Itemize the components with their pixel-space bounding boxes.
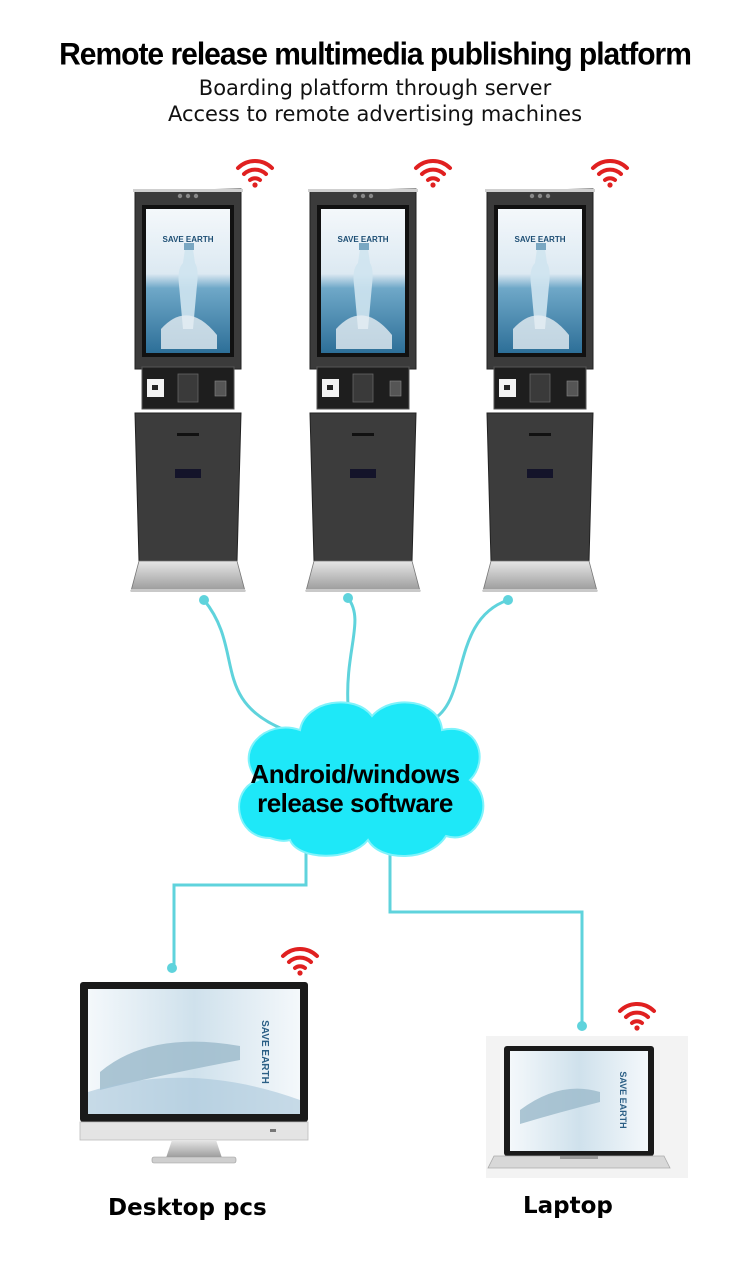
cloud-label-line-1: Android/windows	[250, 759, 460, 789]
wifi-icon	[236, 158, 274, 190]
wifi-icon	[281, 946, 319, 978]
cloud-label-line-2: release software	[257, 788, 453, 818]
cloud-icon	[238, 701, 485, 857]
connector-dots	[167, 593, 587, 1031]
subtitle-line-1: Boarding platform through server	[198, 76, 552, 100]
subtitle-line-2: Access to remote advertising machines	[167, 102, 583, 126]
laptop-label: Laptop	[523, 1193, 613, 1219]
kiosk-1: SAVE EARTH	[130, 188, 246, 593]
desktop-screen-text: SAVE EARTH	[259, 1020, 270, 1084]
desktop-label: Desktop pcs	[108, 1195, 267, 1221]
page-title: Remote release multimedia publishing pla…	[59, 37, 692, 72]
wifi-icon	[618, 1001, 656, 1033]
kiosk-1-screen-text: SAVE EARTH	[163, 235, 214, 244]
laptop-screen-text: SAVE EARTH	[618, 1071, 628, 1128]
kiosk-2: SAVE EARTH	[305, 188, 421, 593]
kiosk-2-screen-text: SAVE EARTH	[338, 235, 389, 244]
kiosk-3-screen-text: SAVE EARTH	[515, 235, 566, 244]
wifi-icon	[591, 158, 629, 190]
desktop-monitor: SAVE EARTH	[79, 982, 309, 1164]
wifi-icon	[414, 158, 452, 190]
kiosk-3: SAVE EARTH	[482, 188, 598, 593]
connector-lines	[172, 597, 584, 1026]
laptop: SAVE EARTH	[486, 1036, 688, 1178]
